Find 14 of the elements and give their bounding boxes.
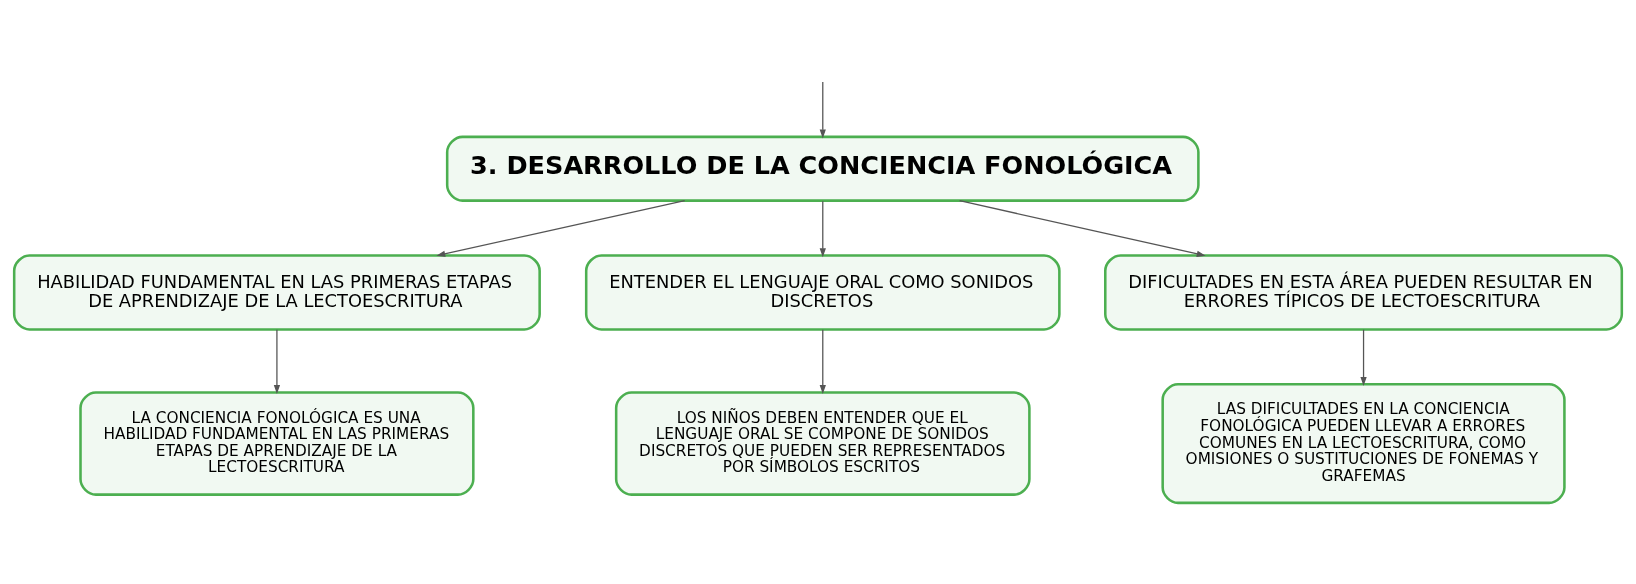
arrow	[819, 81, 826, 139]
node-box: LAS DIFICULTADES EN LA CONCIENCIA FONOLÓGICA PUEDEN LLEVAR A ERRORES COMUNES EN LA LECTOESCRITURA, COMO OMISIONES O SUSTITUCIONES DE FONEMAS Y GRAFEMAS	[1161, 383, 1566, 505]
node-box: HABILIDAD FUNDAMENTAL EN LAS PRIMERAS ETAPAS DE APRENDIZAJE DE LA LECTOESCRITURA	[12, 254, 541, 331]
node-box: LA CONCIENCIA FONOLÓGICA ES UNA HABILIDAD FUNDAMENTAL EN LAS PRIMERAS ETAPAS DE APRENDIZAJE DE LA LECTOESCRITURA	[79, 391, 475, 496]
arrow	[958, 200, 1206, 257]
node-box: ENTENDER EL LENGUAJE ORAL COMO SONIDOS DISCRETOS	[584, 254, 1061, 331]
node-box: LOS NIÑOS DEBEN ENTENDER QUE EL LENGUAJE ORAL SE COMPONE DE SONIDOS DISCRETOS QUE PUEDEN SER REPRESENTADOS POR SÍMBOLOS ESCRITOS	[614, 391, 1031, 496]
arrow	[1360, 329, 1367, 386]
node-box: DIFICULTADES EN ESTA ÁREA PUEDEN RESULTAR EN ERRORES TÍPICOS DE LECTOESCRITURA	[1104, 254, 1624, 331]
node-box: 3. DESARROLLO DE LA CONCIENCIA FONOLÓGICA	[445, 135, 1200, 202]
arrow	[436, 200, 686, 257]
arrow	[273, 329, 281, 394]
arrow	[819, 329, 826, 394]
arrow	[819, 200, 826, 258]
